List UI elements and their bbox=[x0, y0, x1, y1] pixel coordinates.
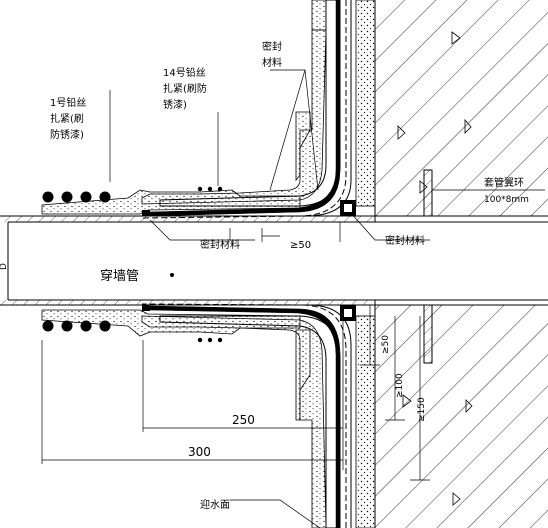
label-dim-300: 300 bbox=[188, 445, 211, 459]
label-water-side: 迎水面 bbox=[200, 499, 230, 511]
label-seal-bottom-left: 密封材料 bbox=[200, 238, 240, 251]
pipe-wrap-bottom bbox=[41, 309, 301, 337]
label-dim-50-side: ≥50 bbox=[381, 335, 391, 354]
wall-pipe bbox=[0, 215, 548, 306]
label-seal-top-2: 材料 bbox=[262, 56, 282, 69]
label-wire-no1-3: 防锈漆) bbox=[50, 128, 84, 141]
label-dim-250: 250 bbox=[232, 413, 255, 427]
annotations: 1号铅丝 扎紧(刷 防锈漆) 14号铅丝 扎紧(刷防 锈漆) 密封 材料 密封材… bbox=[0, 40, 529, 511]
label-flange-2: 100*8mm bbox=[484, 195, 529, 205]
label-wire-no14-2: 扎紧(刷防 bbox=[163, 82, 207, 95]
label-wire-no14-3: 锈漆) bbox=[163, 98, 187, 111]
sleeve-flange bbox=[423, 169, 433, 364]
label-pipe-name: 穿墙管 bbox=[100, 268, 139, 284]
label-flange-1: 套管翼环 bbox=[484, 176, 524, 189]
wire-ties-no1-top bbox=[42, 191, 111, 203]
leader-lines bbox=[109, 69, 545, 242]
label-dim-50-top: ≥50 bbox=[290, 240, 311, 251]
label-wire-no14-1: 14号铅丝 bbox=[163, 66, 206, 79]
label-wire-no1-1: 1号铅丝 bbox=[50, 96, 86, 109]
wire-ties-no14-top bbox=[197, 186, 223, 192]
concrete-wall bbox=[374, 0, 548, 528]
label-pipe-dia: D bbox=[0, 263, 9, 270]
wire-ties-no1-bottom bbox=[42, 320, 111, 332]
plaster-layer bbox=[355, 0, 376, 528]
label-seal-top-1: 密封 bbox=[262, 40, 282, 53]
label-seal-bottom-right: 密封材料 bbox=[385, 234, 425, 247]
label-dim-100: ≥100 bbox=[395, 373, 405, 398]
pipe-wrap-top bbox=[41, 189, 301, 215]
seal-blocks bbox=[142, 200, 356, 321]
wire-ties-no14-bottom bbox=[197, 337, 223, 343]
dimension-lines bbox=[41, 273, 430, 528]
label-dim-150: ≥150 bbox=[417, 397, 427, 422]
label-wire-no1-2: 扎紧(刷 bbox=[50, 112, 84, 125]
